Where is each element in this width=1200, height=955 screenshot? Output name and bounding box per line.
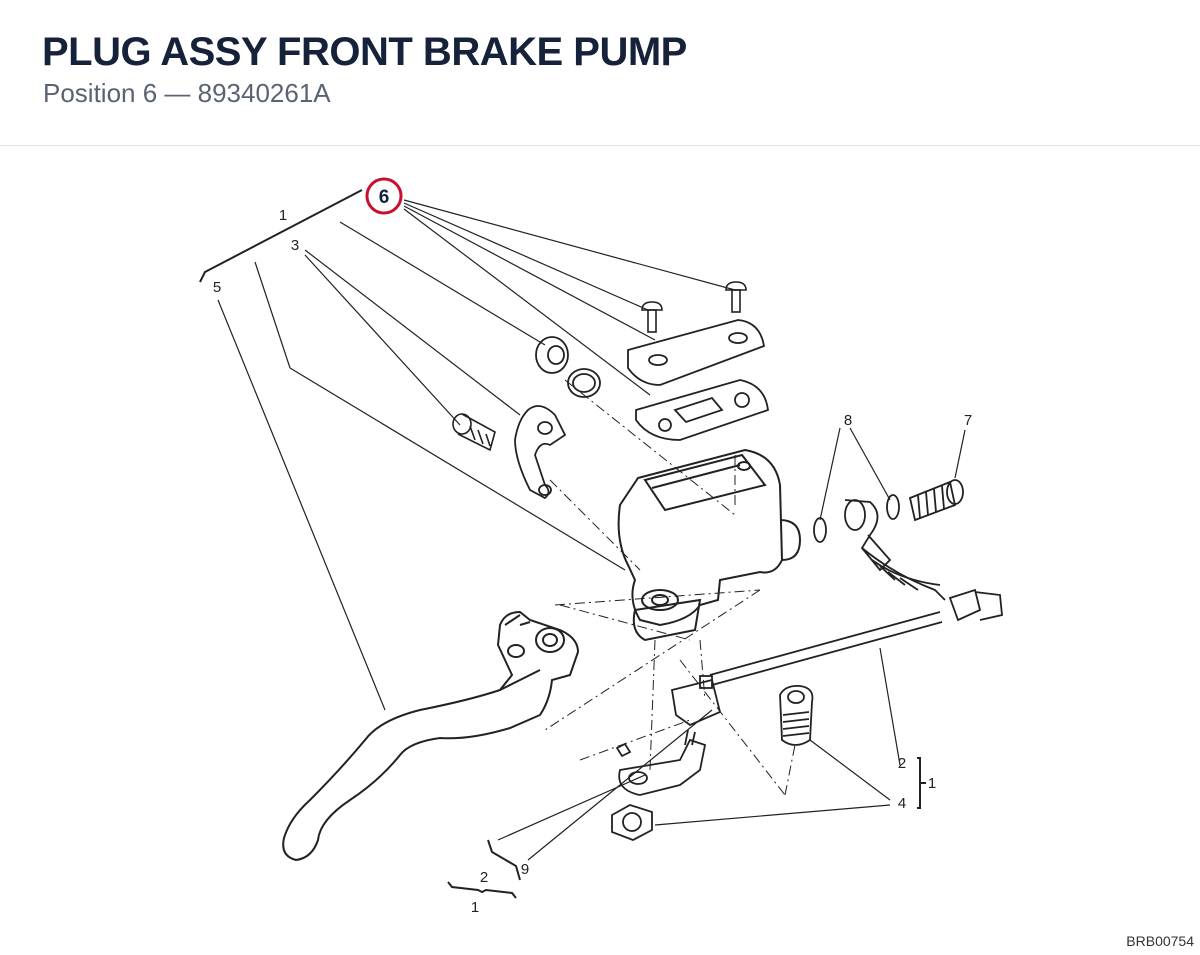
bracket-lines	[199, 189, 926, 899]
clamp-bolt	[452, 413, 496, 452]
highlight-label: 6	[379, 187, 390, 208]
pivot-bolt	[779, 685, 814, 746]
banjo-fitting-hose	[813, 494, 946, 601]
master-cylinder-body	[617, 448, 802, 642]
header: PLUG ASSY FRONT BRAKE PUMP Position 6 — …	[0, 0, 1200, 146]
switch-bracket	[615, 729, 707, 796]
cap-and-oring	[535, 336, 601, 398]
callout-label: 3	[291, 237, 299, 254]
pivot-nut	[611, 804, 653, 841]
callout-label: 1	[279, 207, 287, 224]
switch-cable	[709, 588, 1003, 686]
callout-label: 2	[480, 869, 488, 886]
callout-label: 5	[213, 279, 221, 296]
callout-label: 2	[898, 755, 906, 772]
callout-label: 4	[898, 795, 906, 812]
leader-lines	[217, 199, 966, 861]
axis-lines	[544, 379, 796, 796]
reference-code: BRB00754	[1126, 933, 1194, 949]
highlighted-callout[interactable]: 6	[365, 177, 403, 215]
callout-label: 1	[471, 899, 479, 916]
callout-label: 1	[928, 775, 936, 792]
callout-label: 8	[844, 412, 852, 429]
brake-light-switch	[670, 675, 722, 727]
reservoir-cover	[627, 319, 766, 386]
handlebar-clamp	[514, 405, 567, 500]
callout-label: 7	[964, 412, 972, 429]
banjo-bolt	[908, 479, 964, 522]
callout-label: 9	[521, 861, 529, 878]
cover-screws	[641, 281, 747, 333]
reservoir-diaphragm	[635, 379, 769, 441]
brake-lever	[282, 610, 580, 862]
page-title: PLUG ASSY FRONT BRAKE PUMP	[42, 30, 687, 74]
page-subtitle: Position 6 — 89340261A	[43, 78, 331, 108]
